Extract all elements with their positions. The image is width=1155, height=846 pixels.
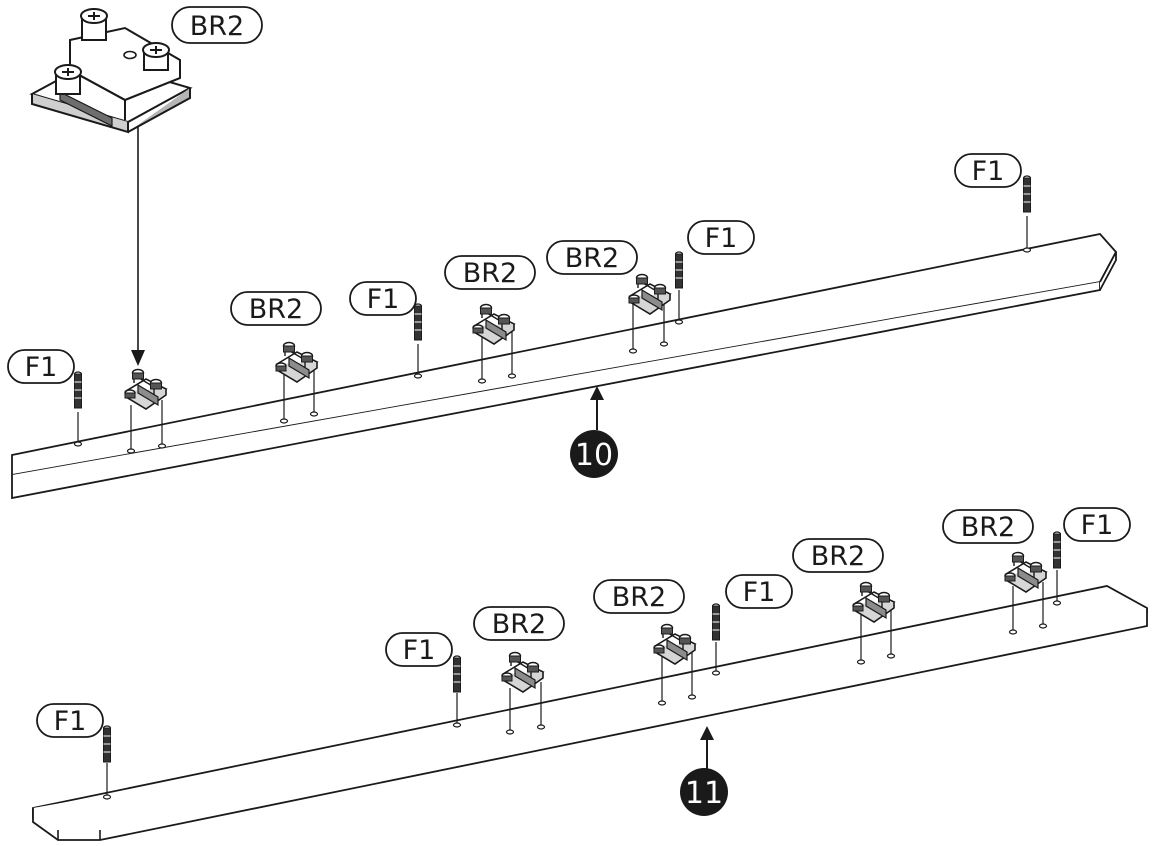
svg-text:F1: F1 [972,156,1005,187]
dowel-8 [1052,531,1062,569]
callout-f1-u2: F1 [349,281,417,316]
step-11-arrow [700,726,714,770]
bracket-5 [501,651,544,693]
step-10-badge: 10 [570,430,618,478]
svg-text:BR2: BR2 [811,541,865,572]
svg-text:10: 10 [575,438,613,473]
dowel-4 [1022,175,1032,213]
step-11-badge: 11 [680,768,728,816]
bracket-detail-large [29,8,193,134]
callout-f1-l3: F1 [725,574,793,609]
callout-f1-u4: F1 [954,153,1022,188]
upper-callouts: F1 BR2 F1 BR2 BR2 F1 F1 [7,153,1022,384]
svg-text:BR2: BR2 [565,243,619,274]
step-10-arrow [590,386,604,430]
callout-br2-l4: BR2 [942,509,1034,544]
lower-callouts: F1 F1 BR2 BR2 F1 BR2 BR2 F1 [36,507,1131,738]
dowel-5 [102,725,112,763]
svg-text:BR2: BR2 [612,582,666,613]
svg-text:F1: F1 [705,223,738,254]
callout-br2-l1: BR2 [473,606,565,641]
callout-f1-l1: F1 [36,703,104,738]
bracket-detail-callout: BR2 [171,6,263,44]
lower-panel [32,585,1148,841]
svg-text:F1: F1 [403,635,436,666]
detail-arrow [131,126,145,366]
dowel-6 [452,655,462,693]
upper-panel [11,233,1118,500]
callout-f1-l4: F1 [1063,507,1131,542]
bracket-1 [124,368,167,410]
callout-f1-u3: F1 [687,220,755,255]
svg-text:BR2: BR2 [961,512,1015,543]
svg-text:F1: F1 [54,706,87,737]
bracket-2 [275,341,318,383]
bracket-6 [653,623,696,665]
svg-text:BR2: BR2 [492,609,546,640]
svg-text:F1: F1 [367,284,400,315]
svg-text:F1: F1 [743,577,776,608]
callout-br2-l3: BR2 [792,538,884,573]
callout-br2-u2: BR2 [444,255,536,290]
lower-guide-lines [106,570,1058,795]
svg-text:BR2: BR2 [463,258,517,289]
callout-f1-l2: F1 [385,632,453,667]
svg-text:F1: F1 [25,352,58,383]
upper-guide-lines [77,216,1028,449]
callout-br2-u3: BR2 [546,240,638,275]
dowel-3 [674,251,684,289]
svg-text:BR2: BR2 [249,294,303,325]
callout-br2-u1: BR2 [230,291,322,326]
dowel-2 [413,303,423,341]
bracket-7 [852,581,895,623]
callout-f1-u1: F1 [7,349,75,384]
svg-text:F1: F1 [1081,510,1114,541]
callout-br2-l2: BR2 [593,579,685,614]
dowel-7 [711,603,721,641]
svg-text:BR2: BR2 [190,11,244,42]
svg-text:11: 11 [685,776,723,811]
bracket-8 [1004,551,1047,593]
dowel-1 [73,371,83,409]
bracket-3 [472,303,515,345]
